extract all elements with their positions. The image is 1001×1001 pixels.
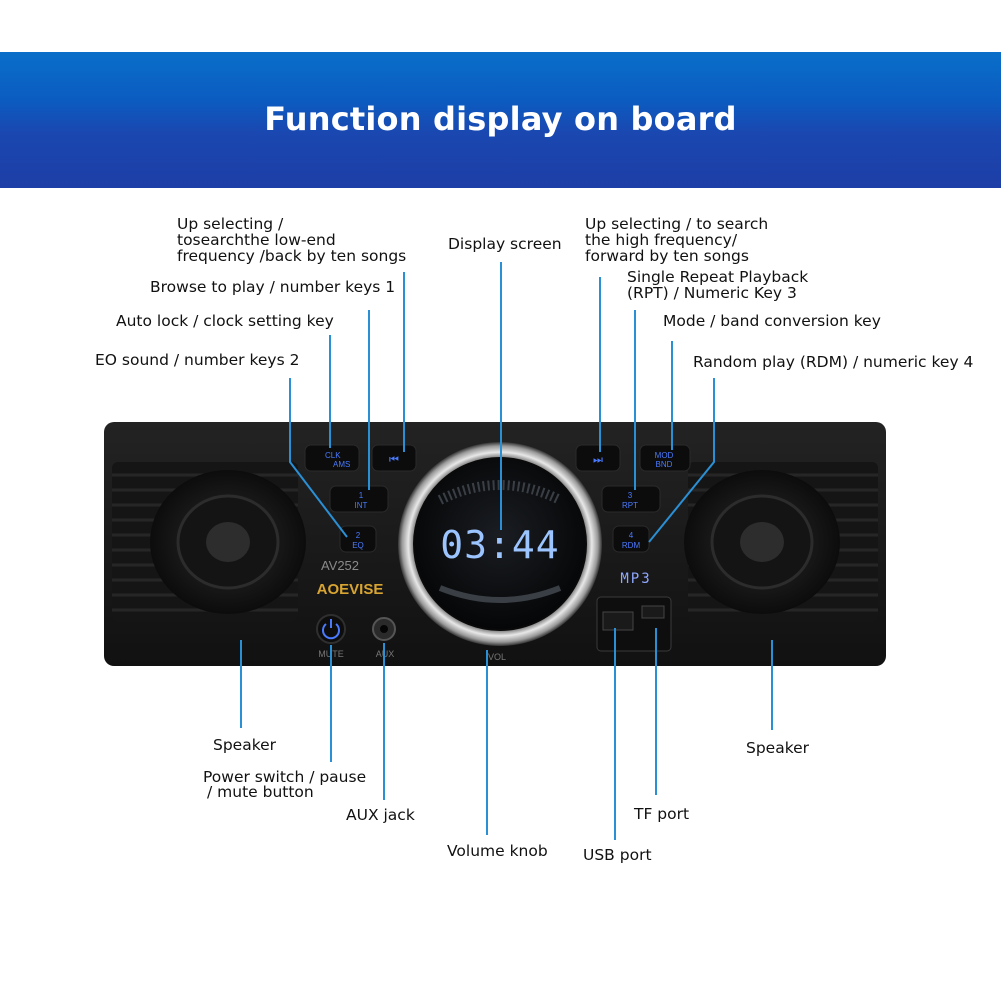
label-speaker-right: Speaker: [746, 739, 810, 757]
label-up-low-2: tosearchthe low-end: [177, 231, 336, 249]
svg-text:EQ: EQ: [352, 541, 364, 550]
svg-text:AMS: AMS: [333, 460, 350, 469]
label-up-high-1: Up selecting / to search: [585, 215, 769, 233]
rdm-4-button[interactable]: 4 RDM: [612, 525, 650, 553]
label-autolock: Auto lock / clock setting key: [116, 312, 334, 330]
label-power-1: Power switch / pause: [203, 768, 367, 786]
brand-label: AOEVISE: [317, 581, 384, 598]
label-up-low-1: Up selecting /: [177, 215, 284, 233]
label-display: Display screen: [448, 235, 562, 253]
svg-text:⏭: ⏭: [593, 453, 603, 466]
svg-text:4: 4: [629, 531, 634, 540]
label-browse: Browse to play / number keys 1: [150, 278, 396, 296]
mp3-label: MP3: [620, 571, 651, 587]
mod-bnd-button[interactable]: MOD BND: [639, 444, 691, 472]
clk-ams-button[interactable]: CLK AMS: [304, 444, 360, 472]
label-up-high-3: forward by ten songs: [585, 247, 749, 265]
svg-text:1: 1: [359, 491, 364, 500]
label-speaker-left: Speaker: [213, 736, 277, 754]
svg-text:MOD: MOD: [655, 451, 674, 460]
label-eo: EO sound / number keys 2: [95, 351, 300, 369]
svg-text:⏮: ⏮: [389, 453, 399, 466]
svg-text:INT: INT: [355, 501, 368, 510]
power-mute-button[interactable]: [316, 614, 346, 644]
label-up-low-3: frequency /back by ten songs: [177, 247, 407, 265]
label-repeat-2: (RPT) / Numeric Key 3: [627, 284, 797, 302]
svg-text:BND: BND: [656, 460, 673, 469]
eq-2-button[interactable]: 2 EQ: [339, 525, 377, 553]
next-button[interactable]: ⏭: [575, 444, 621, 472]
rpt-3-button[interactable]: 3 RPT: [601, 485, 661, 513]
svg-text:2: 2: [356, 531, 361, 540]
usb-tf-ports[interactable]: [596, 596, 672, 652]
svg-text:RPT: RPT: [622, 501, 638, 510]
prev-button[interactable]: ⏮: [371, 444, 417, 472]
label-usb: USB port: [583, 846, 652, 864]
display-knob[interactable]: 03:44: [398, 442, 602, 646]
label-power-2: / mute button: [207, 783, 314, 801]
clock-readout: 03:44: [440, 523, 559, 567]
svg-text:RDM: RDM: [622, 541, 641, 550]
aux-jack[interactable]: [372, 617, 396, 641]
title-banner: [0, 52, 1001, 188]
svg-text:3: 3: [628, 491, 633, 500]
label-tf: TF port: [634, 805, 690, 823]
label-repeat-1: Single Repeat Playback: [627, 268, 809, 286]
label-volume: Volume knob: [447, 842, 548, 860]
model-label: AV252: [321, 558, 359, 573]
label-up-high-2: the high frequency/: [585, 231, 738, 249]
speaker-left: [112, 462, 306, 622]
label-aux: AUX jack: [346, 806, 415, 824]
svg-text:CLK: CLK: [325, 451, 341, 460]
int-1-button[interactable]: 1 INT: [329, 485, 389, 513]
power-icon: [322, 623, 340, 640]
label-random: Random play (RDM) / numeric key 4: [693, 353, 974, 371]
label-mode: Mode / band conversion key: [663, 312, 881, 330]
vol-label: VOL: [488, 652, 506, 662]
speaker-right: [684, 462, 878, 622]
leader-lines: [240, 262, 773, 840]
banner-title: Function display on board: [264, 100, 737, 138]
